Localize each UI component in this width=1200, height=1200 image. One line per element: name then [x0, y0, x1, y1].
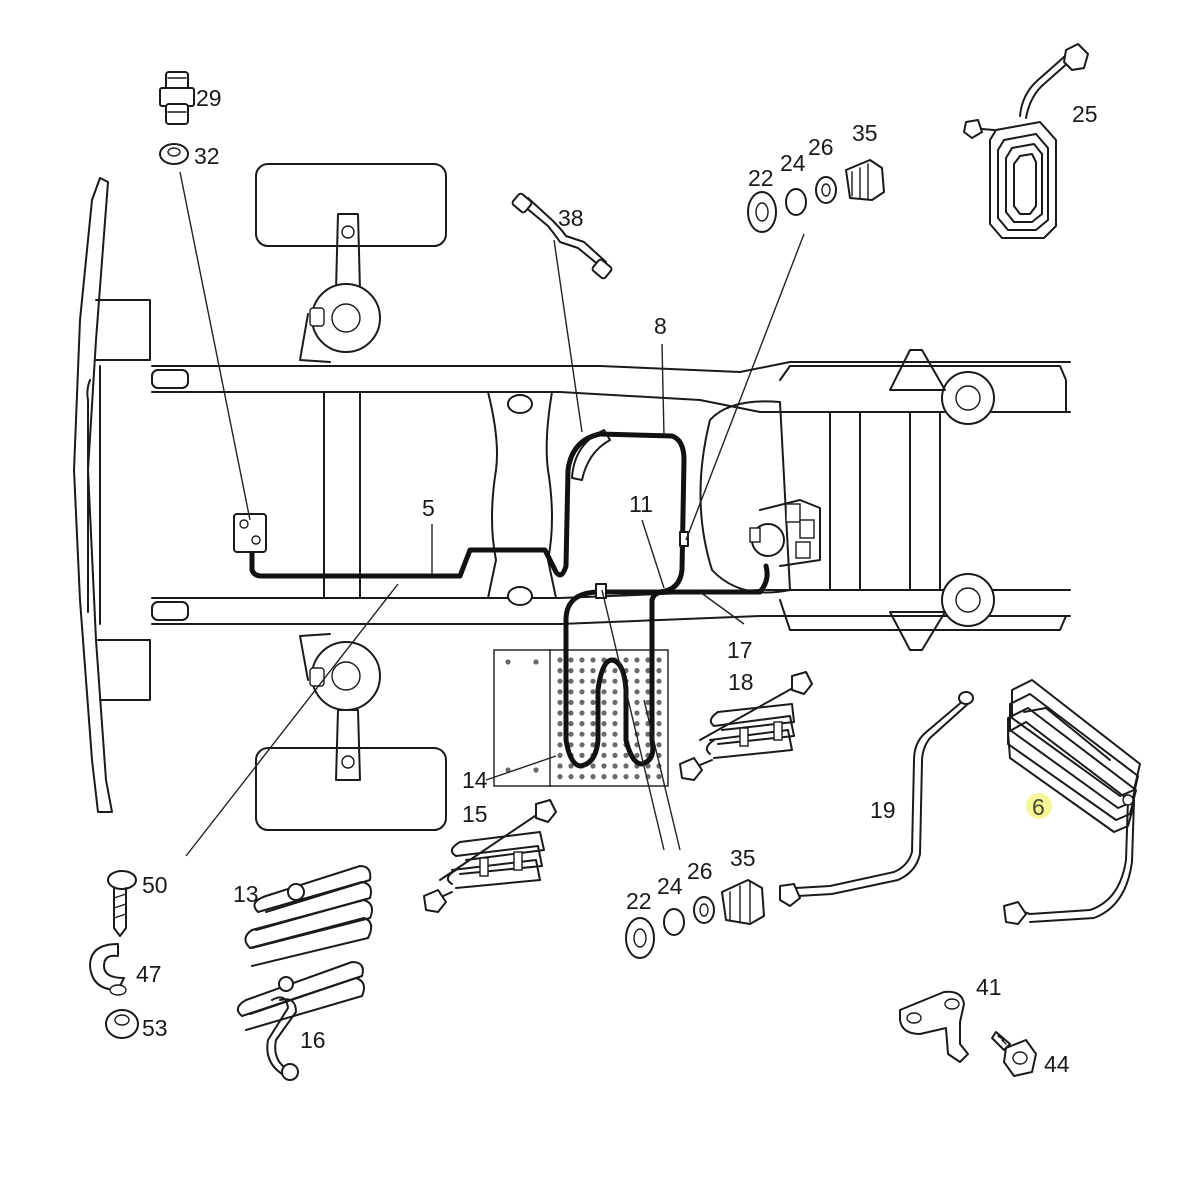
fitting-set-bottom: [625, 879, 765, 959]
callout-11: 11: [629, 491, 653, 517]
brake-valve: [749, 499, 821, 567]
bracket-41: [899, 990, 969, 1063]
coiled-line-25: [963, 43, 1089, 239]
callout-35-top: 35: [852, 120, 878, 146]
short-line-38: [511, 192, 613, 280]
callout-17: 17: [727, 637, 753, 663]
coil-18: [679, 671, 813, 781]
callout-29: 29: [196, 85, 222, 111]
callout-53: 53: [142, 1015, 168, 1041]
callout-38: 38: [558, 205, 584, 231]
line-19: [779, 691, 974, 907]
callout-24-top: 24: [780, 150, 806, 176]
callout-25: 25: [1072, 101, 1098, 127]
coil-15: [423, 799, 557, 913]
highlight-marker: [1026, 793, 1052, 819]
front-axle: [255, 163, 447, 831]
callout-14: 14: [462, 767, 488, 793]
callout-44: 44: [1044, 1051, 1070, 1077]
brake-lines: [233, 429, 770, 769]
fitting-set-top: [747, 159, 885, 233]
callout-32: 32: [194, 143, 220, 169]
callout-13: 13: [233, 881, 259, 907]
bolt-44: [991, 1031, 1037, 1077]
screw-50: [107, 870, 137, 937]
callout-22-bottom: 22: [626, 888, 652, 914]
callout-6: 6: [1032, 794, 1045, 820]
callout-26-top: 26: [808, 134, 834, 160]
callout-26-bottom: 26: [687, 858, 713, 884]
callout-41: 41: [976, 974, 1002, 1000]
callout-15: 15: [462, 801, 488, 827]
clip-47: [89, 943, 127, 996]
callout-47: 47: [136, 961, 162, 987]
washer-32: [159, 143, 189, 165]
front-tire-top: [255, 163, 447, 247]
callout-5: 5: [422, 495, 435, 521]
callout-18: 18: [728, 669, 754, 695]
callout-labels: 29 32 38 22 24 26 35 25 8 5 11 17 18 14 …: [136, 85, 1098, 1077]
fitting-29: [159, 71, 195, 125]
callout-22-top: 22: [748, 165, 774, 191]
callout-35-bottom: 35: [730, 845, 756, 871]
callout-16: 16: [300, 1027, 326, 1053]
front-tire-bottom: [255, 747, 447, 831]
coil-16: [236, 961, 365, 1081]
coiled-line-6: [1003, 679, 1141, 925]
callout-24-bottom: 24: [657, 873, 683, 899]
coil-13: [244, 865, 373, 967]
callout-50: 50: [142, 872, 168, 898]
callout-8: 8: [654, 313, 667, 339]
callout-19: 19: [870, 797, 896, 823]
grommet-53: [105, 1009, 139, 1039]
leader-lines: [179, 171, 805, 857]
